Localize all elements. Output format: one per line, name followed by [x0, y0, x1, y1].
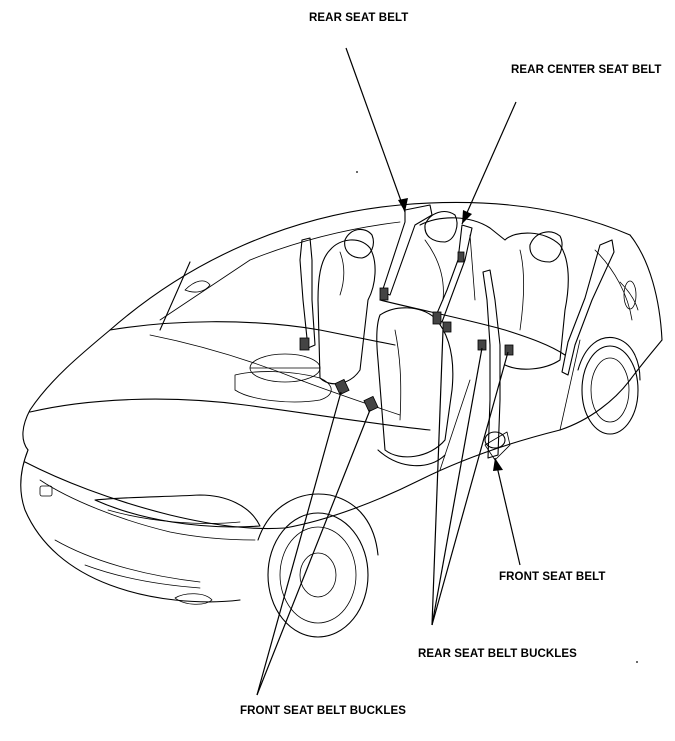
seat-belts: [299, 204, 615, 461]
label-front-seat-belt-buckles: FRONT SEAT BELT BUCKLES: [240, 705, 407, 717]
label-rear-center-seat-belt: REAR CENTER SEAT BELT: [511, 64, 662, 76]
seats: [317, 211, 569, 467]
label-rear-seat-belt: REAR SEAT BELT: [309, 12, 409, 24]
stray-mark: [356, 171, 358, 173]
label-front-seat-belt: FRONT SEAT BELT: [499, 571, 606, 583]
label-rear-seat-belt-buckles: REAR SEAT BELT BUCKLES: [418, 648, 577, 660]
stray-mark: [636, 661, 638, 663]
leader-lines: [256, 47, 521, 696]
